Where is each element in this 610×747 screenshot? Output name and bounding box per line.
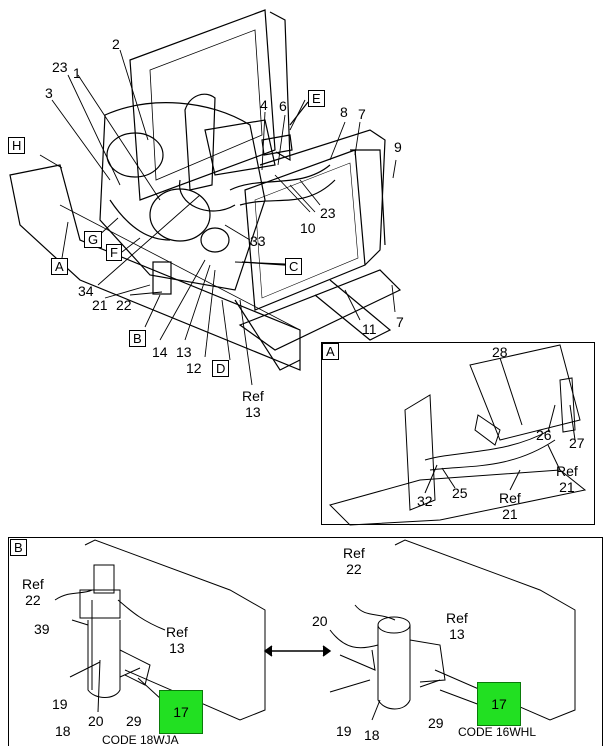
callout-22: 22 — [116, 297, 132, 313]
view-ref-b[interactable]: B — [129, 330, 146, 347]
callout-9: 9 — [394, 139, 402, 155]
view-ref-f[interactable]: F — [106, 244, 122, 261]
detail-b-right-code: CODE 16WHL — [458, 725, 537, 739]
view-ref-d[interactable]: D — [212, 360, 230, 377]
double-arrow-icon — [263, 645, 332, 657]
callout-23-right: 23 — [320, 205, 336, 221]
detail-b-right-callout-29: 29 — [428, 715, 444, 731]
detail-b-right-part-17-highlight[interactable]: 17 — [477, 682, 521, 726]
detail-a-callout-ref-21-bottom: Ref 21 — [499, 490, 521, 522]
callout-14: 14 — [152, 344, 168, 360]
detail-b-left-ref-13: Ref 13 — [166, 624, 188, 656]
view-ref-g[interactable]: G — [84, 231, 103, 248]
detail-b-left-callout-20: 20 — [88, 713, 104, 729]
detail-b-left-part-17-highlight[interactable]: 17 — [159, 690, 203, 734]
callout-23: 23 — [52, 59, 68, 75]
view-ref-e[interactable]: E — [308, 90, 325, 107]
callout-21: 21 — [92, 297, 108, 313]
detail-b-left-callout-18: 18 — [55, 723, 71, 739]
detail-a-callout-ref-21-right: Ref 21 — [556, 463, 578, 495]
detail-a-callout-25: 25 — [452, 485, 468, 501]
detail-b-panel — [8, 537, 603, 746]
callout-8: 8 — [340, 104, 348, 120]
detail-a-title: A — [322, 343, 339, 360]
callout-12: 12 — [186, 360, 202, 376]
callout-1: 1 — [73, 65, 81, 81]
detail-a-callout-26: 26 — [536, 427, 552, 443]
detail-a-callout-27: 27 — [569, 435, 585, 451]
detail-b-right-callout-19: 19 — [336, 723, 352, 739]
detail-b-right-ref-22: Ref 22 — [343, 545, 365, 577]
detail-b-title: B — [10, 539, 27, 556]
callout-13: 13 — [176, 344, 192, 360]
callout-33: 33 — [250, 233, 266, 249]
detail-a-callout-28: 28 — [492, 344, 508, 360]
callout-10: 10 — [300, 220, 316, 236]
callout-2: 2 — [112, 36, 120, 52]
detail-b-left-callout-39: 39 — [34, 621, 50, 637]
detail-b-right-callout-18: 18 — [364, 727, 380, 743]
callout-34: 34 — [78, 283, 94, 299]
callout-11: 11 — [362, 321, 377, 337]
callout-6: 6 — [279, 98, 287, 114]
view-ref-c[interactable]: C — [285, 258, 303, 275]
detail-b-left-code: CODE 18WJA — [102, 733, 179, 747]
callout-3: 3 — [45, 85, 53, 101]
view-ref-a[interactable]: A — [51, 258, 68, 275]
detail-a-panel — [321, 342, 595, 525]
detail-b-right-ref-13: Ref 13 — [446, 610, 468, 642]
detail-a-callout-32: 32 — [417, 493, 433, 509]
detail-b-left-callout-19: 19 — [52, 696, 68, 712]
view-ref-h[interactable]: H — [8, 137, 26, 154]
detail-b-left-ref-22: Ref 22 — [22, 576, 44, 608]
callout-7-bottom: 7 — [396, 314, 404, 330]
callout-4: 4 — [260, 97, 268, 113]
callout-7-top: 7 — [358, 106, 366, 122]
detail-b-right-callout-20: 20 — [312, 613, 328, 629]
callout-ref-13: Ref 13 — [242, 388, 264, 420]
detail-b-left-callout-29: 29 — [126, 713, 142, 729]
